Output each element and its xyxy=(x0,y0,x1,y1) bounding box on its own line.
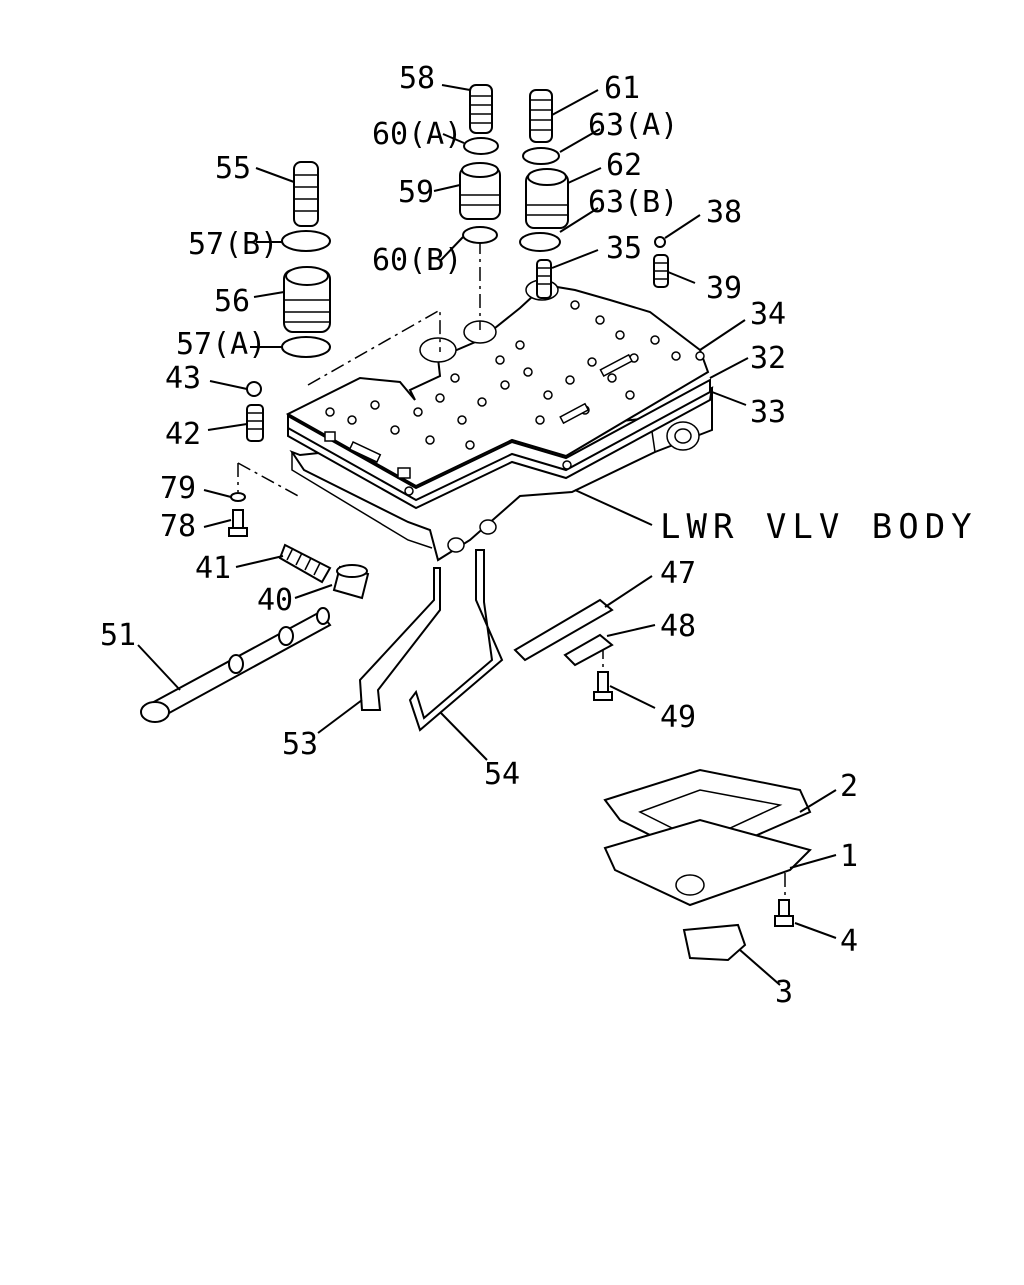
callout-59: 59 xyxy=(398,175,434,210)
detent-spring-47 xyxy=(513,598,614,662)
callout-61: 61 xyxy=(604,71,640,106)
callout-4: 4 xyxy=(840,924,858,959)
spring-61 xyxy=(529,89,553,143)
callout-34: 34 xyxy=(750,297,786,332)
callout-57a: 57(A) xyxy=(176,327,266,362)
callout-63a: 63(A) xyxy=(588,108,678,143)
strainer-1 xyxy=(603,818,812,907)
assembly-title: LWR VLV BODY xyxy=(660,507,978,547)
callout-57b: 57(B) xyxy=(188,227,278,262)
seal-57b xyxy=(281,230,331,252)
callout-1: 1 xyxy=(840,839,858,874)
seal-57a xyxy=(281,336,331,358)
spring-55 xyxy=(293,161,319,227)
callout-33: 33 xyxy=(750,395,786,430)
plate-corner-hole xyxy=(695,351,705,361)
callout-43: 43 xyxy=(165,361,201,396)
callout-63b: 63(B) xyxy=(588,185,678,220)
callout-55: 55 xyxy=(215,151,251,186)
plate-34 xyxy=(285,279,710,496)
callout-47: 47 xyxy=(660,556,696,591)
sleeve-56 xyxy=(283,266,331,333)
callout-48: 48 xyxy=(660,609,696,644)
ball-38 xyxy=(654,236,666,248)
callout-58: 58 xyxy=(399,61,435,96)
callout-51: 51 xyxy=(100,618,136,653)
callout-2: 2 xyxy=(840,769,858,804)
callout-60b: 60(B) xyxy=(372,243,462,278)
callout-35: 35 xyxy=(606,231,642,266)
callout-54: 54 xyxy=(484,757,520,792)
leader-lines xyxy=(137,84,837,986)
plate-32 xyxy=(287,378,711,502)
pipe-53 xyxy=(358,567,441,711)
callout-79: 79 xyxy=(160,471,196,506)
callout-53: 53 xyxy=(282,727,318,762)
spring-58 xyxy=(469,84,493,134)
callout-60a: 60(A) xyxy=(372,117,462,152)
seal-63b xyxy=(519,232,561,252)
plate-holes xyxy=(324,279,681,479)
sleeve-59 xyxy=(459,162,501,220)
callout-41: 41 xyxy=(195,551,231,586)
cover-3 xyxy=(682,923,747,962)
bolt-49 xyxy=(593,671,613,701)
seal-60b xyxy=(462,226,498,244)
spring-35 xyxy=(536,259,552,299)
callout-40: 40 xyxy=(257,583,293,618)
callout-62: 62 xyxy=(606,148,642,183)
callout-42: 42 xyxy=(165,417,201,452)
seal-60a xyxy=(463,137,499,155)
spring-41 xyxy=(278,543,332,584)
sleeve-62 xyxy=(525,168,569,229)
callout-32: 32 xyxy=(750,341,786,376)
spring-39 xyxy=(653,254,669,288)
callout-78: 78 xyxy=(160,509,196,544)
callout-56: 56 xyxy=(214,284,250,319)
manual-valve-51 xyxy=(140,607,332,723)
spring-42 xyxy=(246,404,264,442)
pipe-54 xyxy=(408,549,504,732)
bolt-78 xyxy=(228,509,248,537)
callout-49: 49 xyxy=(660,700,696,735)
washer-79 xyxy=(230,492,246,502)
plug-40 xyxy=(332,564,370,600)
callout-38: 38 xyxy=(706,195,742,230)
bolt-4 xyxy=(774,899,794,927)
seal-63a xyxy=(522,147,560,165)
callout-labels: 58 61 60(A) 63(A) 55 59 62 63(B) 38 57(B… xyxy=(100,61,978,1010)
callout-3: 3 xyxy=(775,975,793,1010)
detent-48 xyxy=(563,633,614,667)
callout-39: 39 xyxy=(706,271,742,306)
ball-43 xyxy=(246,381,262,397)
